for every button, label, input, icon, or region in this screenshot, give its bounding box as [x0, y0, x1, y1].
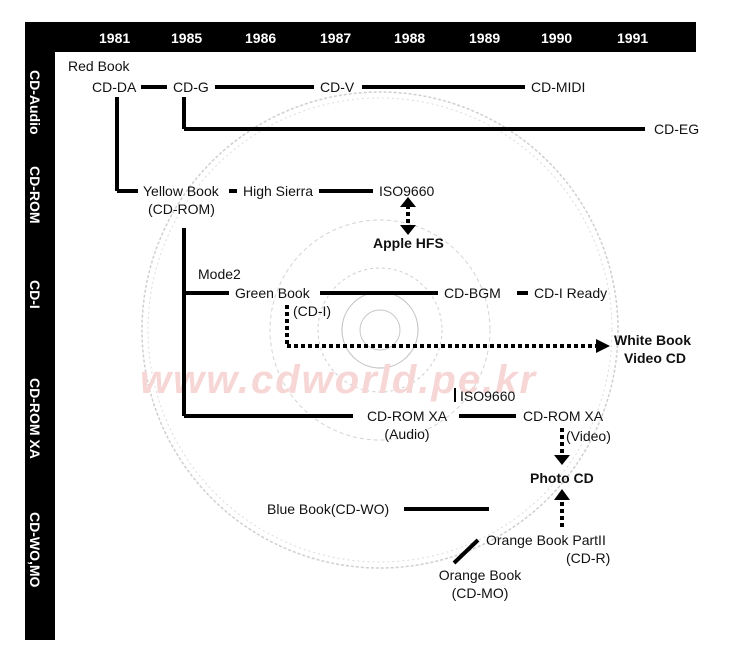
category-sidebar-bar: [25, 22, 55, 640]
label-yellow-book-sub: (CD-ROM): [148, 201, 215, 217]
label-cdrom-xa-video-sub: (Video): [566, 428, 611, 444]
label-cdi-ready: CD-I Ready: [534, 285, 608, 301]
label-cd-bgm: CD-BGM: [444, 285, 501, 301]
watermark-text: www.cdworld.pe.kr: [140, 358, 538, 402]
line-orange-diag: [452, 538, 480, 565]
disc-hole: [359, 309, 401, 351]
year-label: 1987: [320, 30, 352, 46]
category-label: CD-ROM: [27, 166, 43, 224]
year-label: 1985: [171, 30, 203, 46]
arrow-up-photocd: [554, 489, 570, 500]
label-white-book: White Book: [614, 332, 691, 348]
disc-inner-ring: [317, 267, 443, 393]
label-orange-book-1-sub: (CD-MO): [451, 585, 509, 601]
label-yellow-book: Yellow Book: [143, 183, 219, 199]
label-white-book-sub: Video CD: [624, 350, 686, 366]
label-mode2: Mode2: [198, 266, 241, 282]
label-cdrom-xa-audio: CD-ROM XA: [366, 408, 448, 424]
year-label: 1989: [469, 30, 501, 46]
year-label: 1981: [99, 30, 131, 46]
year-label: 1988: [394, 30, 426, 46]
label-iso9660-b: ISO9660: [460, 388, 516, 404]
label-cd-da: CD-DA: [92, 79, 137, 95]
label-blue-book: Blue Book(CD-WO): [267, 501, 390, 517]
label-green-book-sub: (CD-I): [293, 303, 332, 319]
label-cd-eg: CD-EG: [654, 121, 700, 137]
label-cdrom-xa-video: CD-ROM XA: [523, 408, 604, 424]
label-green-book: Green Book: [235, 285, 310, 301]
arrow-right-white: [596, 339, 610, 353]
label-orange-book-2-sub: (CD-R): [566, 550, 611, 566]
year-label: 1990: [541, 30, 573, 46]
label-red-book: Red Book: [68, 58, 130, 74]
arrow-down-hfs: [400, 225, 416, 235]
year-label: 1986: [245, 30, 277, 46]
label-apple-hfs: Apple HFS: [373, 235, 444, 251]
category-label: CD-I: [27, 280, 43, 309]
label-iso9660-a: ISO9660: [379, 183, 435, 199]
label-high-sierra: High Sierra: [243, 183, 314, 199]
disc-outer-ring: [141, 91, 619, 569]
label-photo-cd: Photo CD: [530, 470, 594, 486]
year-label: 1991: [617, 30, 649, 46]
label-cd-midi: CD-MIDI: [531, 79, 586, 95]
category-label: CD-WO,MO: [27, 512, 43, 588]
arrow-down-photocd: [554, 455, 570, 465]
category-label: CD-ROM XA: [27, 378, 43, 459]
disc-mid-ring: [269, 219, 491, 441]
category-label: CD-Audio: [27, 70, 43, 135]
label-orange-book-2: Orange Book PartII: [486, 532, 606, 548]
label-cd-g: CD-G: [173, 79, 209, 95]
label-cd-v: CD-V: [320, 79, 355, 95]
disc-outer-ring-2: [147, 97, 613, 563]
label-orange-book-1: Orange Book: [438, 567, 522, 583]
year-header-bar: [25, 22, 696, 52]
arrow-up-iso: [400, 197, 416, 207]
label-cdrom-xa-audio-sub: (Audio): [384, 426, 430, 442]
